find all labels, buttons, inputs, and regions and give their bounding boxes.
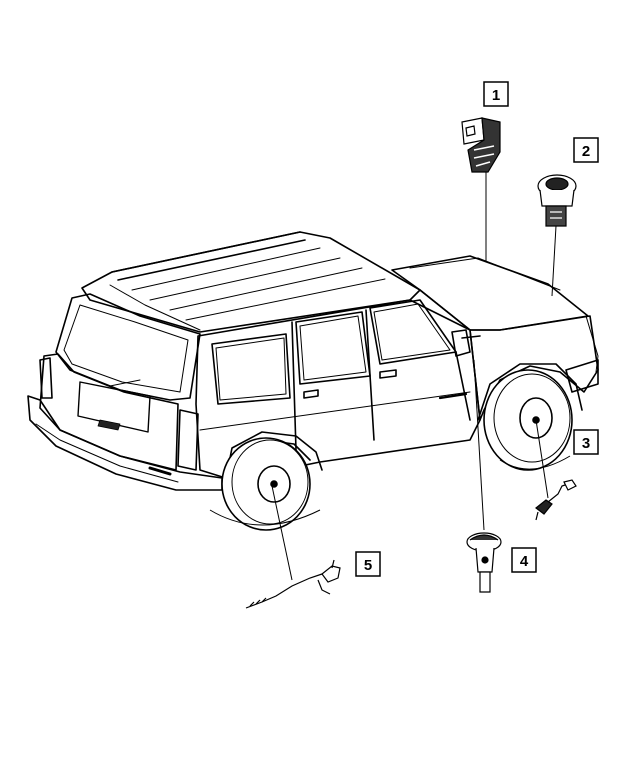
callout-3-label: 3	[582, 435, 590, 452]
part-4-component	[466, 532, 502, 593]
part-2-sensor	[537, 174, 577, 227]
rear-quarter-window	[211, 333, 291, 405]
hood	[391, 255, 589, 331]
front-bumper	[565, 359, 599, 393]
front-door-window	[369, 299, 457, 365]
rear-window	[55, 293, 201, 401]
callout-4: 4	[511, 547, 537, 573]
rear-wheel	[221, 437, 311, 531]
leader-lines	[271, 172, 557, 581]
part-1-module	[461, 117, 501, 173]
callout-4-label: 4	[520, 553, 529, 570]
tailgate	[39, 353, 179, 471]
vehicle-illustration	[27, 231, 599, 491]
front-wheel	[483, 369, 573, 471]
rear-bumper	[27, 395, 223, 491]
callout-2: 2	[573, 137, 599, 163]
callout-3: 3	[573, 429, 599, 455]
front-fender	[469, 315, 599, 421]
callout-2-label: 2	[582, 143, 590, 160]
callout-5: 5	[355, 551, 381, 577]
side-mirror	[451, 329, 471, 357]
callout-1-label: 1	[492, 87, 500, 104]
part-5-wiring	[245, 559, 341, 609]
callout-1: 1	[483, 81, 509, 107]
callout-5-label: 5	[364, 557, 372, 574]
part-3-sensor	[535, 479, 577, 521]
tail-lamp	[39, 357, 53, 399]
license-plate	[77, 381, 151, 433]
body-side	[195, 299, 481, 481]
